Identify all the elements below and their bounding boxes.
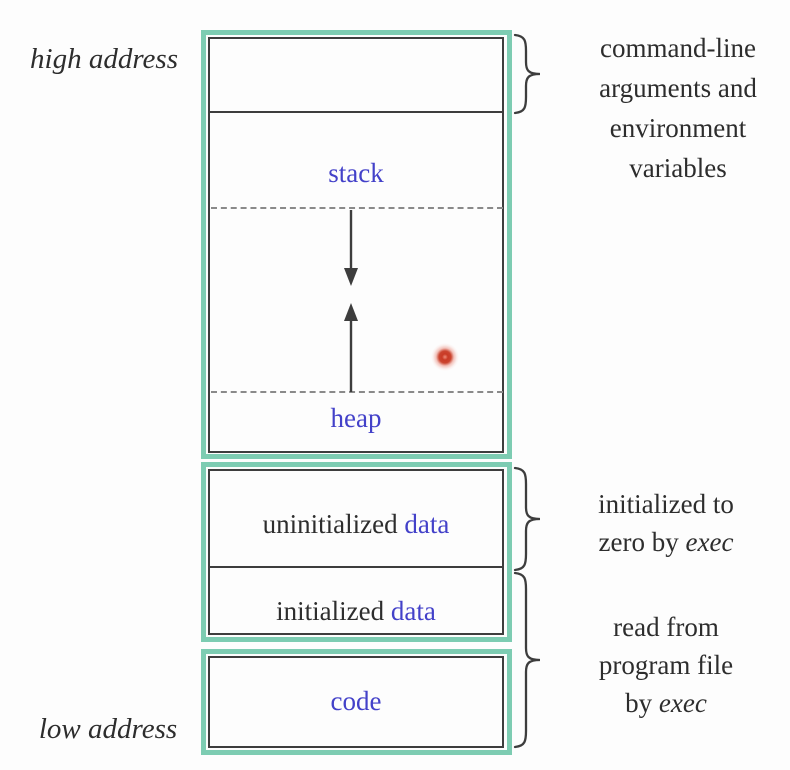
args-box-divider xyxy=(210,111,503,113)
annotation-line: by exec xyxy=(540,684,790,722)
data-sections-divider xyxy=(209,566,503,568)
code-segment-label: code xyxy=(330,686,382,716)
segment-frame-code xyxy=(201,649,512,755)
growth-arrows xyxy=(344,210,358,392)
initialized-word: initialized xyxy=(276,596,391,626)
stack-grows-down-arrow xyxy=(344,210,358,286)
annotation-text: zero by xyxy=(598,527,686,557)
heap-grows-up-arrow xyxy=(344,303,358,392)
high-address-label: high address xyxy=(30,43,178,75)
exec-italic: exec xyxy=(685,527,734,557)
annotation-line: command-line xyxy=(600,33,756,63)
segment-frame-data xyxy=(201,462,512,642)
annotation-line: read from xyxy=(613,612,719,642)
segment-box-stack-heap xyxy=(208,37,504,453)
args-annotation: command-line arguments and environment v… xyxy=(552,28,790,188)
program-file-brace xyxy=(513,571,541,749)
heap-segment-label: heap xyxy=(330,403,382,433)
annotation-line: variables xyxy=(629,153,727,183)
data-word: data xyxy=(404,509,450,539)
annotation-text: by xyxy=(625,688,659,718)
bss-annotation: initialized to zero by exec xyxy=(540,485,790,561)
segment-box-code xyxy=(208,656,504,748)
exec-italic: exec xyxy=(658,688,707,718)
low-address-label: low address xyxy=(38,713,178,745)
stack-growth-boundary-dashed-line xyxy=(211,207,503,209)
annotation-line: environment xyxy=(609,113,747,143)
annotation-line: zero by exec xyxy=(540,523,790,561)
segment-frame-stack-heap xyxy=(201,30,512,459)
laser-pointer-dot xyxy=(431,343,459,371)
annotation-line: arguments and xyxy=(599,73,757,103)
bss-brace xyxy=(513,466,541,572)
program-file-annotation: read from program file by exec xyxy=(540,608,790,722)
uninitialized-data-label: uninitialized data xyxy=(208,508,504,540)
annotation-line: program file xyxy=(598,650,734,680)
heap-growth-boundary-dashed-line xyxy=(211,391,503,393)
data-word: data xyxy=(390,596,436,626)
segment-box-data xyxy=(208,469,504,635)
initialized-data-label: initialized data xyxy=(208,595,504,627)
args-brace xyxy=(513,33,541,115)
stack-segment-label: stack xyxy=(328,158,384,188)
uninitialized-word: uninitialized xyxy=(262,509,405,539)
annotation-line: initialized to xyxy=(598,489,734,519)
